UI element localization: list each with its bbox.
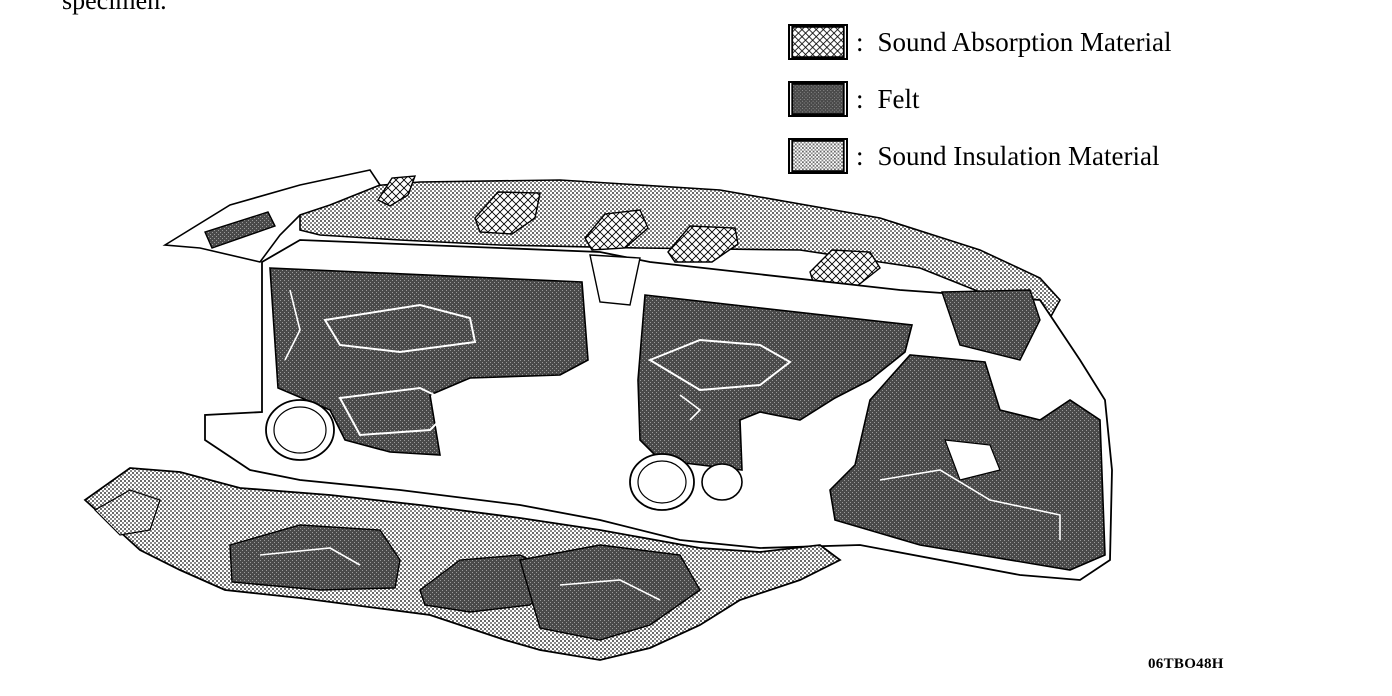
left-door-trim <box>323 303 477 354</box>
absorption-pad-3 <box>584 209 649 251</box>
absorption-pad-4 <box>667 225 739 263</box>
legend-separator: : <box>856 84 864 114</box>
absorption-swatch <box>788 24 848 60</box>
upper-right-felt <box>941 289 1041 361</box>
page-text-fragment: specimen. <box>62 0 167 15</box>
diagram-code: 06TBO48H <box>1148 656 1224 672</box>
legend-label-felt: Felt <box>877 84 920 114</box>
left-wing-felt <box>204 211 276 249</box>
floor-felt-right <box>519 544 701 641</box>
right-door-felt <box>637 294 914 471</box>
legend-item-felt: : Felt <box>788 81 1308 119</box>
right-speaker-small <box>701 463 743 501</box>
legend-item-absorption: : Sound Absorption Material <box>788 24 1308 62</box>
legend-label-absorption: Sound Absorption Material <box>877 27 1172 57</box>
legend-separator: : <box>856 27 864 57</box>
center-pillar <box>589 254 641 306</box>
absorption-pad-1 <box>376 175 417 207</box>
absorption-pad-2 <box>474 191 541 235</box>
left-speaker <box>265 399 335 461</box>
insulation-swatch <box>788 138 848 174</box>
felt-swatch <box>788 81 848 117</box>
right-speaker-large <box>629 453 695 511</box>
legend-separator: : <box>856 141 864 171</box>
floor-felt-left <box>229 524 401 591</box>
legend-item-insulation: : Sound Insulation Material <box>788 138 1308 176</box>
legend-label-insulation: Sound Insulation Material <box>877 141 1160 171</box>
